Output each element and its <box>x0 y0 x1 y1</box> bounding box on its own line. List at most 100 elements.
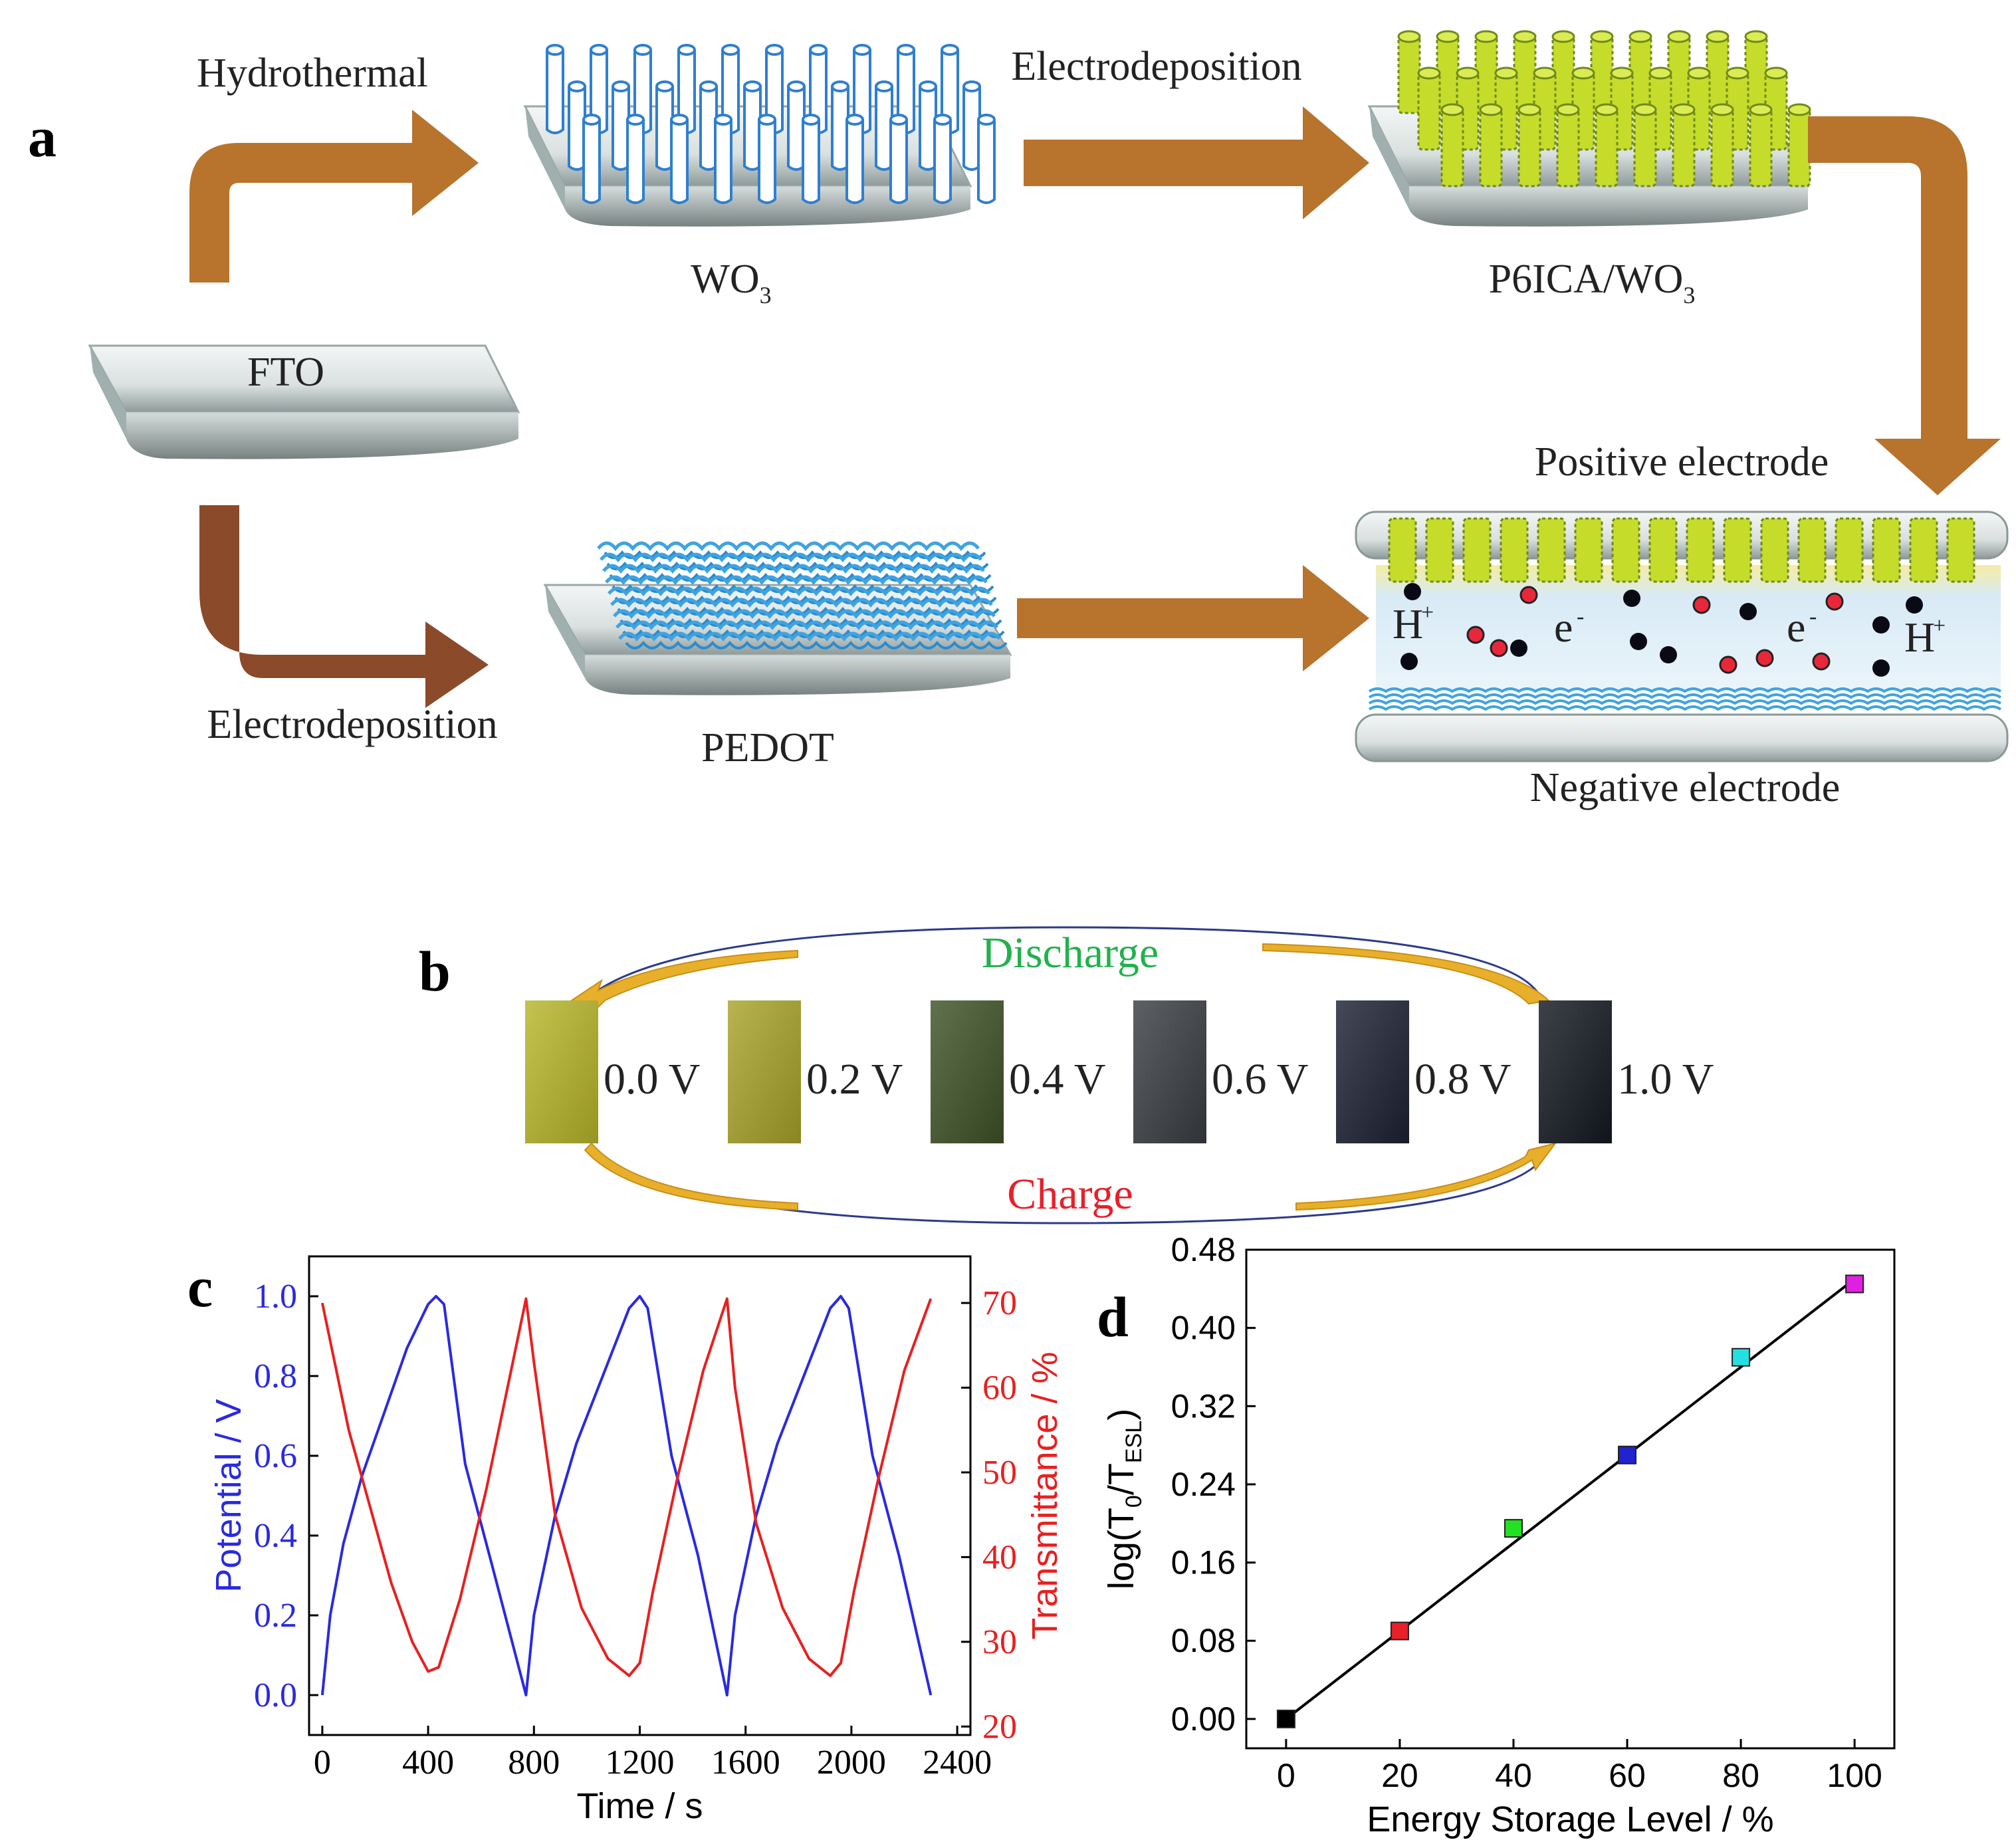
pedot-strand <box>618 632 1001 641</box>
cycle-ellipse <box>584 926 1543 1002</box>
device-ions <box>1400 583 1923 677</box>
swatch-shade <box>1539 1000 1612 1143</box>
x-tick-label: 60 <box>1609 1757 1646 1794</box>
potential-series-line <box>320 1295 933 1696</box>
p6ica-nanorod <box>1706 30 1730 114</box>
pedot-strand <box>608 586 990 596</box>
device-rod <box>1797 517 1827 583</box>
data-point-marker <box>1276 1709 1295 1728</box>
p6ica-nanorod <box>1590 30 1614 114</box>
hydrothermal-label: Hydrothermal <box>197 51 428 96</box>
y2-axis-label: Transmittance / % <box>1025 1351 1065 1639</box>
charge-arrow <box>584 1142 1557 1211</box>
device-rod <box>1648 517 1678 583</box>
electron-dot <box>1812 652 1831 671</box>
p6ica-nanorod <box>1479 103 1503 187</box>
y-tick-label: 0.08 <box>1171 1622 1236 1659</box>
electron-dot <box>1466 626 1485 644</box>
y-tick-label: 0.2 <box>254 1597 297 1635</box>
p6ica-nanorod <box>1440 103 1464 187</box>
wo3-nanorod <box>802 114 820 204</box>
x-axis-label: Energy Storage Level / % <box>1367 1799 1773 1839</box>
y-tick-label: 0.6 <box>254 1437 297 1475</box>
pedot-strand <box>613 609 996 619</box>
y-tick-label: 0.40 <box>1171 1310 1236 1347</box>
h-plus-right: H + <box>1904 614 1946 661</box>
wo3-nanorod <box>962 80 981 171</box>
y-tick-label: 0.48 <box>1171 1231 1236 1268</box>
voltage-label: 0.2 V <box>806 1055 903 1103</box>
wo3-nanorod <box>714 114 732 204</box>
x-tick-label: 80 <box>1722 1757 1759 1794</box>
device-rod <box>1425 517 1454 583</box>
data-point-marker <box>1504 1519 1523 1538</box>
wo3-nanorod <box>845 114 864 204</box>
wo3-nanorod <box>582 114 601 204</box>
electrodeposition-top-label: Electrodeposition <box>1011 44 1301 89</box>
h-plus-left-label: H <box>1393 600 1423 647</box>
e-minus-right-sup: - <box>1809 604 1817 629</box>
x-tick-label: 2000 <box>817 1744 886 1782</box>
arrow-to-device-top <box>1808 116 2001 495</box>
positive-electrode-label: Positive electrode <box>1535 439 1829 485</box>
electron-dot <box>1519 586 1538 604</box>
device-rod <box>1537 517 1566 583</box>
x-tick-label: 0 <box>1277 1757 1295 1794</box>
y-axis-label: log(T0/TESL) <box>1101 1409 1147 1589</box>
electron-dot <box>1755 649 1774 667</box>
y-tick-label: 0.24 <box>1171 1466 1236 1503</box>
p6ica-nanorod <box>1556 103 1580 187</box>
p6ica-nanorods <box>1397 30 1811 187</box>
x-tick-label: 1200 <box>606 1744 675 1782</box>
p6ica-nanorod <box>1749 103 1773 187</box>
transmittance-series-line <box>320 1297 933 1677</box>
h-plus-right-label: H <box>1904 614 1935 661</box>
wo3-nanorod <box>933 114 952 204</box>
device-rod <box>1388 517 1417 583</box>
pedot-strand <box>605 575 988 585</box>
electron-dot <box>1490 639 1508 657</box>
y2-tick-label: 30 <box>982 1623 1017 1661</box>
y-tick-label: 1.0 <box>254 1278 297 1316</box>
p6ica-nanorod <box>1551 30 1575 114</box>
p6ica-nanorod <box>1672 103 1696 187</box>
x-tick-label: 100 <box>1827 1757 1882 1794</box>
y-tick-label: 0.00 <box>1171 1700 1236 1738</box>
p6ica-nanorod <box>1474 30 1498 114</box>
proton-dot <box>1630 633 1647 650</box>
y-tick-label: 0.0 <box>254 1676 297 1714</box>
voltage-swatch: 0.4 V <box>931 1000 1105 1143</box>
x-tick-label: 40 <box>1495 1757 1532 1794</box>
proton-dot <box>1400 653 1418 670</box>
swatch-shade <box>525 1000 598 1143</box>
wo3-nanorod <box>977 114 996 204</box>
device-pedot-strand <box>1368 687 2002 693</box>
wo3-nanorod <box>758 114 776 204</box>
pedot-strand <box>602 564 985 574</box>
e-minus-left: e - <box>1554 604 1584 651</box>
x-axis-label: Time / s <box>576 1786 703 1826</box>
wo3-nanorod <box>626 114 645 204</box>
panel-a-letter: a <box>28 105 56 169</box>
chart-d-frame <box>1245 1248 1896 1750</box>
wo3-label: WO3 <box>691 257 771 308</box>
p6ica-nanorod <box>1710 103 1734 187</box>
h-plus-right-sup: + <box>1933 614 1946 638</box>
pedot-mesh <box>597 541 1008 649</box>
data-point-marker <box>1390 1621 1409 1641</box>
proton-dot <box>1739 603 1757 620</box>
device-rod <box>1611 517 1640 583</box>
wo3-nanorod <box>889 114 908 204</box>
device-rod <box>1723 517 1752 583</box>
y-tick-label: 0.16 <box>1171 1544 1236 1581</box>
voltage-label: 0.0 V <box>604 1055 700 1103</box>
voltage-label: 1.0 V <box>1617 1055 1714 1103</box>
data-point-marker <box>1845 1274 1864 1294</box>
wo3-nanorod <box>670 114 689 204</box>
wo3-nanorod <box>612 80 630 171</box>
p6ica-label: P6ICA/WO3 <box>1489 257 1696 308</box>
proton-dot <box>1510 639 1527 657</box>
proton-dot <box>1404 583 1421 600</box>
